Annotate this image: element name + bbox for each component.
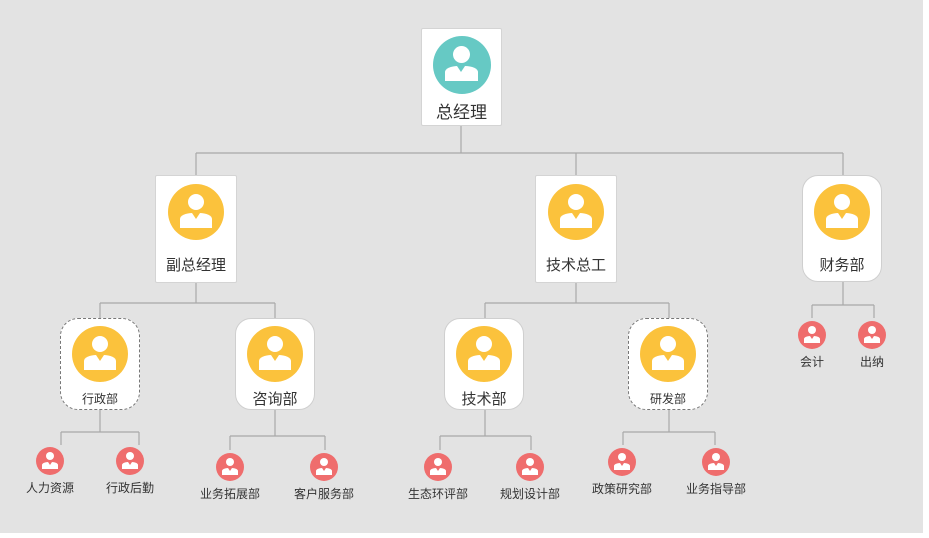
user-icon — [798, 321, 826, 349]
unit-label: 政策研究部 — [591, 482, 652, 496]
user-icon — [424, 453, 452, 481]
node-label: 研发部 — [649, 392, 686, 406]
node-technical-department[interactable]: 技术部 — [444, 318, 524, 410]
node-general-manager[interactable]: 总经理 — [421, 28, 502, 126]
node-finance-department[interactable]: 财务部 — [802, 175, 882, 282]
unit-policy-research[interactable]: 政策研究部 — [582, 448, 662, 497]
node-label: 技术总工 — [545, 256, 606, 274]
unit-label: 业务拓展部 — [199, 487, 260, 501]
node-label: 技术部 — [461, 390, 507, 408]
unit-business-guidance[interactable]: 业务指导部 — [676, 448, 756, 497]
node-administration-department[interactable]: 行政部 — [60, 318, 140, 410]
unit-human-resources[interactable]: 人力资源 — [20, 447, 80, 496]
unit-label: 会计 — [799, 355, 824, 369]
unit-accounting[interactable]: 会计 — [787, 321, 837, 370]
node-rnd-department[interactable]: 研发部 — [628, 318, 708, 410]
user-icon — [310, 453, 338, 481]
unit-label: 行政后勤 — [105, 481, 154, 495]
user-icon — [640, 326, 696, 382]
user-icon — [548, 184, 604, 240]
node-label: 总经理 — [436, 103, 487, 123]
unit-admin-logistics[interactable]: 行政后勤 — [100, 447, 160, 496]
node-consulting-department[interactable]: 咨询部 — [235, 318, 315, 410]
user-icon — [432, 36, 491, 94]
node-deputy-general-manager[interactable]: 副总经理 — [155, 175, 237, 283]
user-icon — [72, 326, 128, 382]
user-icon — [36, 447, 64, 475]
user-icon — [608, 448, 636, 476]
unit-planning-design[interactable]: 规划设计部 — [490, 453, 570, 502]
unit-business-development[interactable]: 业务拓展部 — [190, 453, 270, 502]
user-icon — [814, 184, 870, 240]
node-label: 行政部 — [81, 392, 118, 406]
user-icon — [456, 326, 512, 382]
unit-label: 生态环评部 — [407, 487, 468, 501]
node-label: 副总经理 — [165, 256, 226, 274]
unit-customer-service[interactable]: 客户服务部 — [284, 453, 364, 502]
user-icon — [516, 453, 544, 481]
node-label: 财务部 — [819, 256, 865, 274]
unit-label: 人力资源 — [25, 481, 74, 495]
user-icon — [216, 453, 244, 481]
node-chief-engineer[interactable]: 技术总工 — [535, 175, 617, 283]
user-icon — [247, 326, 303, 382]
user-icon — [168, 184, 224, 240]
unit-label: 客户服务部 — [293, 487, 354, 501]
user-icon — [858, 321, 886, 349]
unit-label: 出纳 — [859, 355, 884, 369]
user-icon — [702, 448, 730, 476]
unit-label: 业务指导部 — [685, 482, 746, 496]
unit-label: 规划设计部 — [499, 487, 560, 501]
unit-cashier[interactable]: 出纳 — [847, 321, 897, 370]
unit-ecological-assessment[interactable]: 生态环评部 — [398, 453, 478, 502]
user-icon — [116, 447, 144, 475]
node-label: 咨询部 — [252, 390, 298, 408]
